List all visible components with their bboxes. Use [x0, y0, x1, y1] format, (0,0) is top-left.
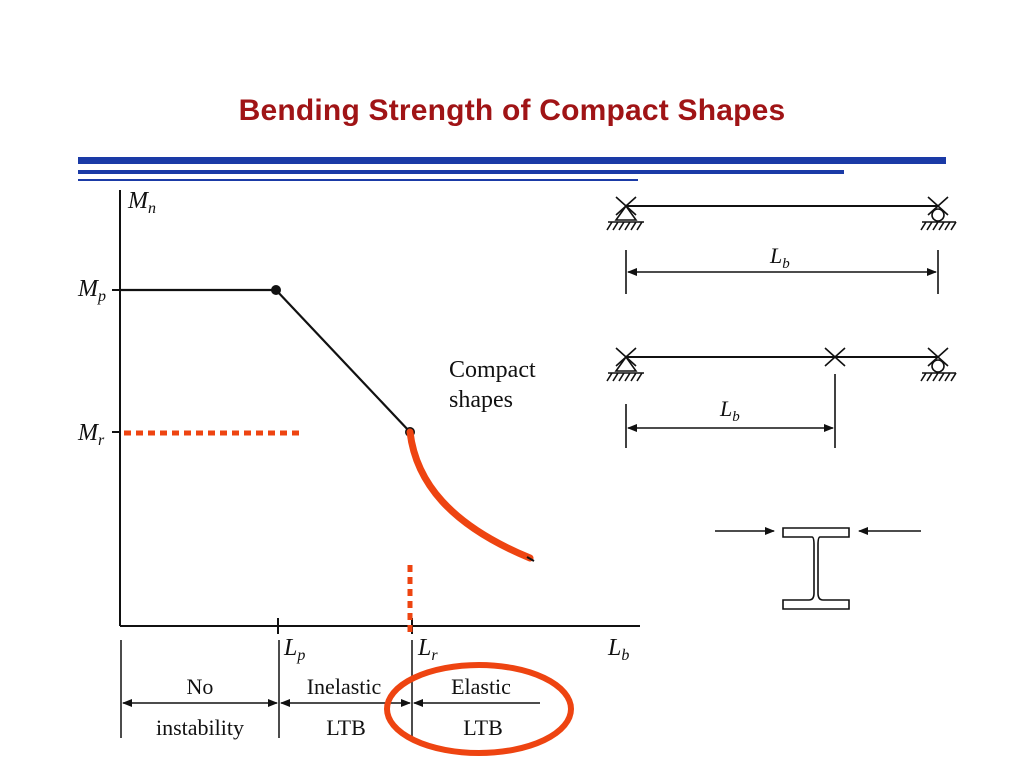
beam-2-pin-support — [614, 355, 638, 372]
beam-2-span-label: Lb — [719, 396, 740, 425]
y-axis-label-sub: n — [148, 200, 156, 217]
y-tick-label-mr-main: M — [77, 420, 100, 446]
inelastic-segment — [275, 289, 411, 433]
x-axis-label: Lb — [607, 635, 629, 664]
y-tick-label-mr-sub: r — [98, 432, 105, 449]
beam-1-span-label-main: L — [769, 243, 782, 268]
title-rule-thin — [78, 179, 638, 181]
compact-shapes-label-line2: shapes — [449, 387, 513, 413]
compact-shapes-label-line1: Compact — [449, 357, 536, 383]
region-inelastic-line1: Inelastic — [307, 674, 382, 699]
beam-2-roller — [931, 359, 945, 373]
x-axis-label-main: L — [607, 635, 621, 661]
beam-1-span-label-sub: b — [782, 256, 790, 272]
x-tick-label-lp: Lp — [283, 635, 305, 664]
beam-2-left-brace — [615, 347, 637, 367]
x-axis-label-sub: b — [621, 647, 629, 664]
region-inelastic-line2: LTB — [326, 715, 366, 740]
beam-1-right-brace — [927, 196, 949, 216]
elastic-ltb-highlight — [384, 662, 574, 756]
region-elastic-line2: LTB — [463, 715, 503, 740]
beam-1-span-label: Lb — [769, 243, 790, 272]
beam-2-mid-brace — [824, 347, 846, 367]
elastic-curve-end — [526, 556, 535, 562]
beam-2-roller-hatch — [920, 372, 957, 382]
x-tick-label-lp-sub: p — [296, 647, 305, 664]
beam-sketch-1 — [606, 196, 957, 294]
beam-1-roller-hatch — [920, 221, 957, 231]
beam-2-span-label-main: L — [719, 396, 732, 421]
title-rule-thick — [78, 157, 946, 164]
i-section-outline — [782, 527, 850, 610]
elastic-curve — [406, 428, 534, 562]
title-rule-medium — [78, 170, 844, 174]
x-tick-label-lr: Lr — [417, 635, 438, 664]
beam-2-span-label-sub: b — [732, 409, 740, 425]
slide-title: Bending Strength of Compact Shapes — [238, 94, 786, 127]
beam-2-right-brace — [927, 347, 949, 367]
strength-curve — [120, 285, 535, 562]
region-bands — [120, 640, 540, 738]
x-tick-label-lp-main: L — [283, 635, 297, 661]
plastic-limit-point — [271, 285, 281, 295]
beam-1-pin-support — [614, 204, 638, 221]
beam-2-pin-hatch — [606, 372, 644, 382]
y-tick-label-mp-main: M — [77, 276, 100, 302]
beam-1-roller — [931, 208, 945, 222]
y-tick-label-mp-sub: p — [97, 288, 106, 305]
y-tick-label-mr: Mr — [77, 420, 105, 449]
region-no-instability-line2: instability — [156, 715, 244, 740]
y-tick-label-mp: Mp — [77, 276, 106, 305]
y-axis-label: Mn — [127, 188, 156, 217]
axes — [112, 190, 640, 634]
beam-sketch-2 — [606, 347, 957, 448]
x-tick-label-lr-main: L — [417, 635, 431, 661]
region-no-instability-line1: No — [187, 674, 214, 699]
beam-1-pin-hatch — [606, 221, 644, 231]
i-section-sketch — [715, 527, 921, 610]
y-axis-label-main: M — [127, 188, 150, 214]
beam-1-left-brace — [615, 196, 637, 216]
region-elastic-line1: Elastic — [451, 674, 511, 699]
x-tick-label-lr-sub: r — [431, 647, 438, 664]
